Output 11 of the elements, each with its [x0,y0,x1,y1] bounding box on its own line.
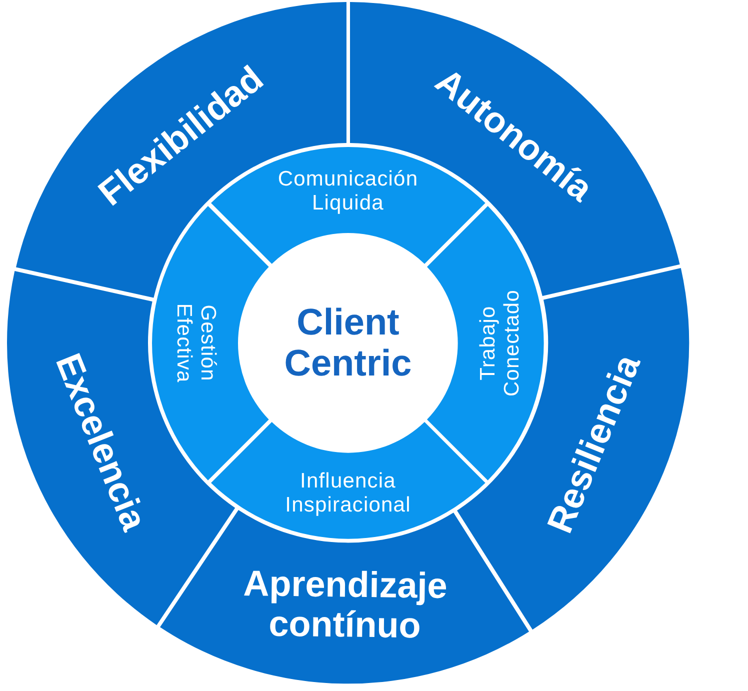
segment-label: Aprendizaje contínuo [242,563,448,647]
center-label: Client Centric [284,302,412,384]
ring-segment [152,206,269,480]
ring-segment [210,422,486,539]
ring-segment [427,206,544,480]
ring-segment [7,271,236,626]
segment-label: Influencia Inspiracional [285,469,411,516]
segment-label: Gestión Efectiva [172,303,220,383]
segment-label: Trabajo Conectado [476,290,524,396]
ring-segment [456,268,689,630]
segment-label: Comunicación Liquida [278,167,418,214]
